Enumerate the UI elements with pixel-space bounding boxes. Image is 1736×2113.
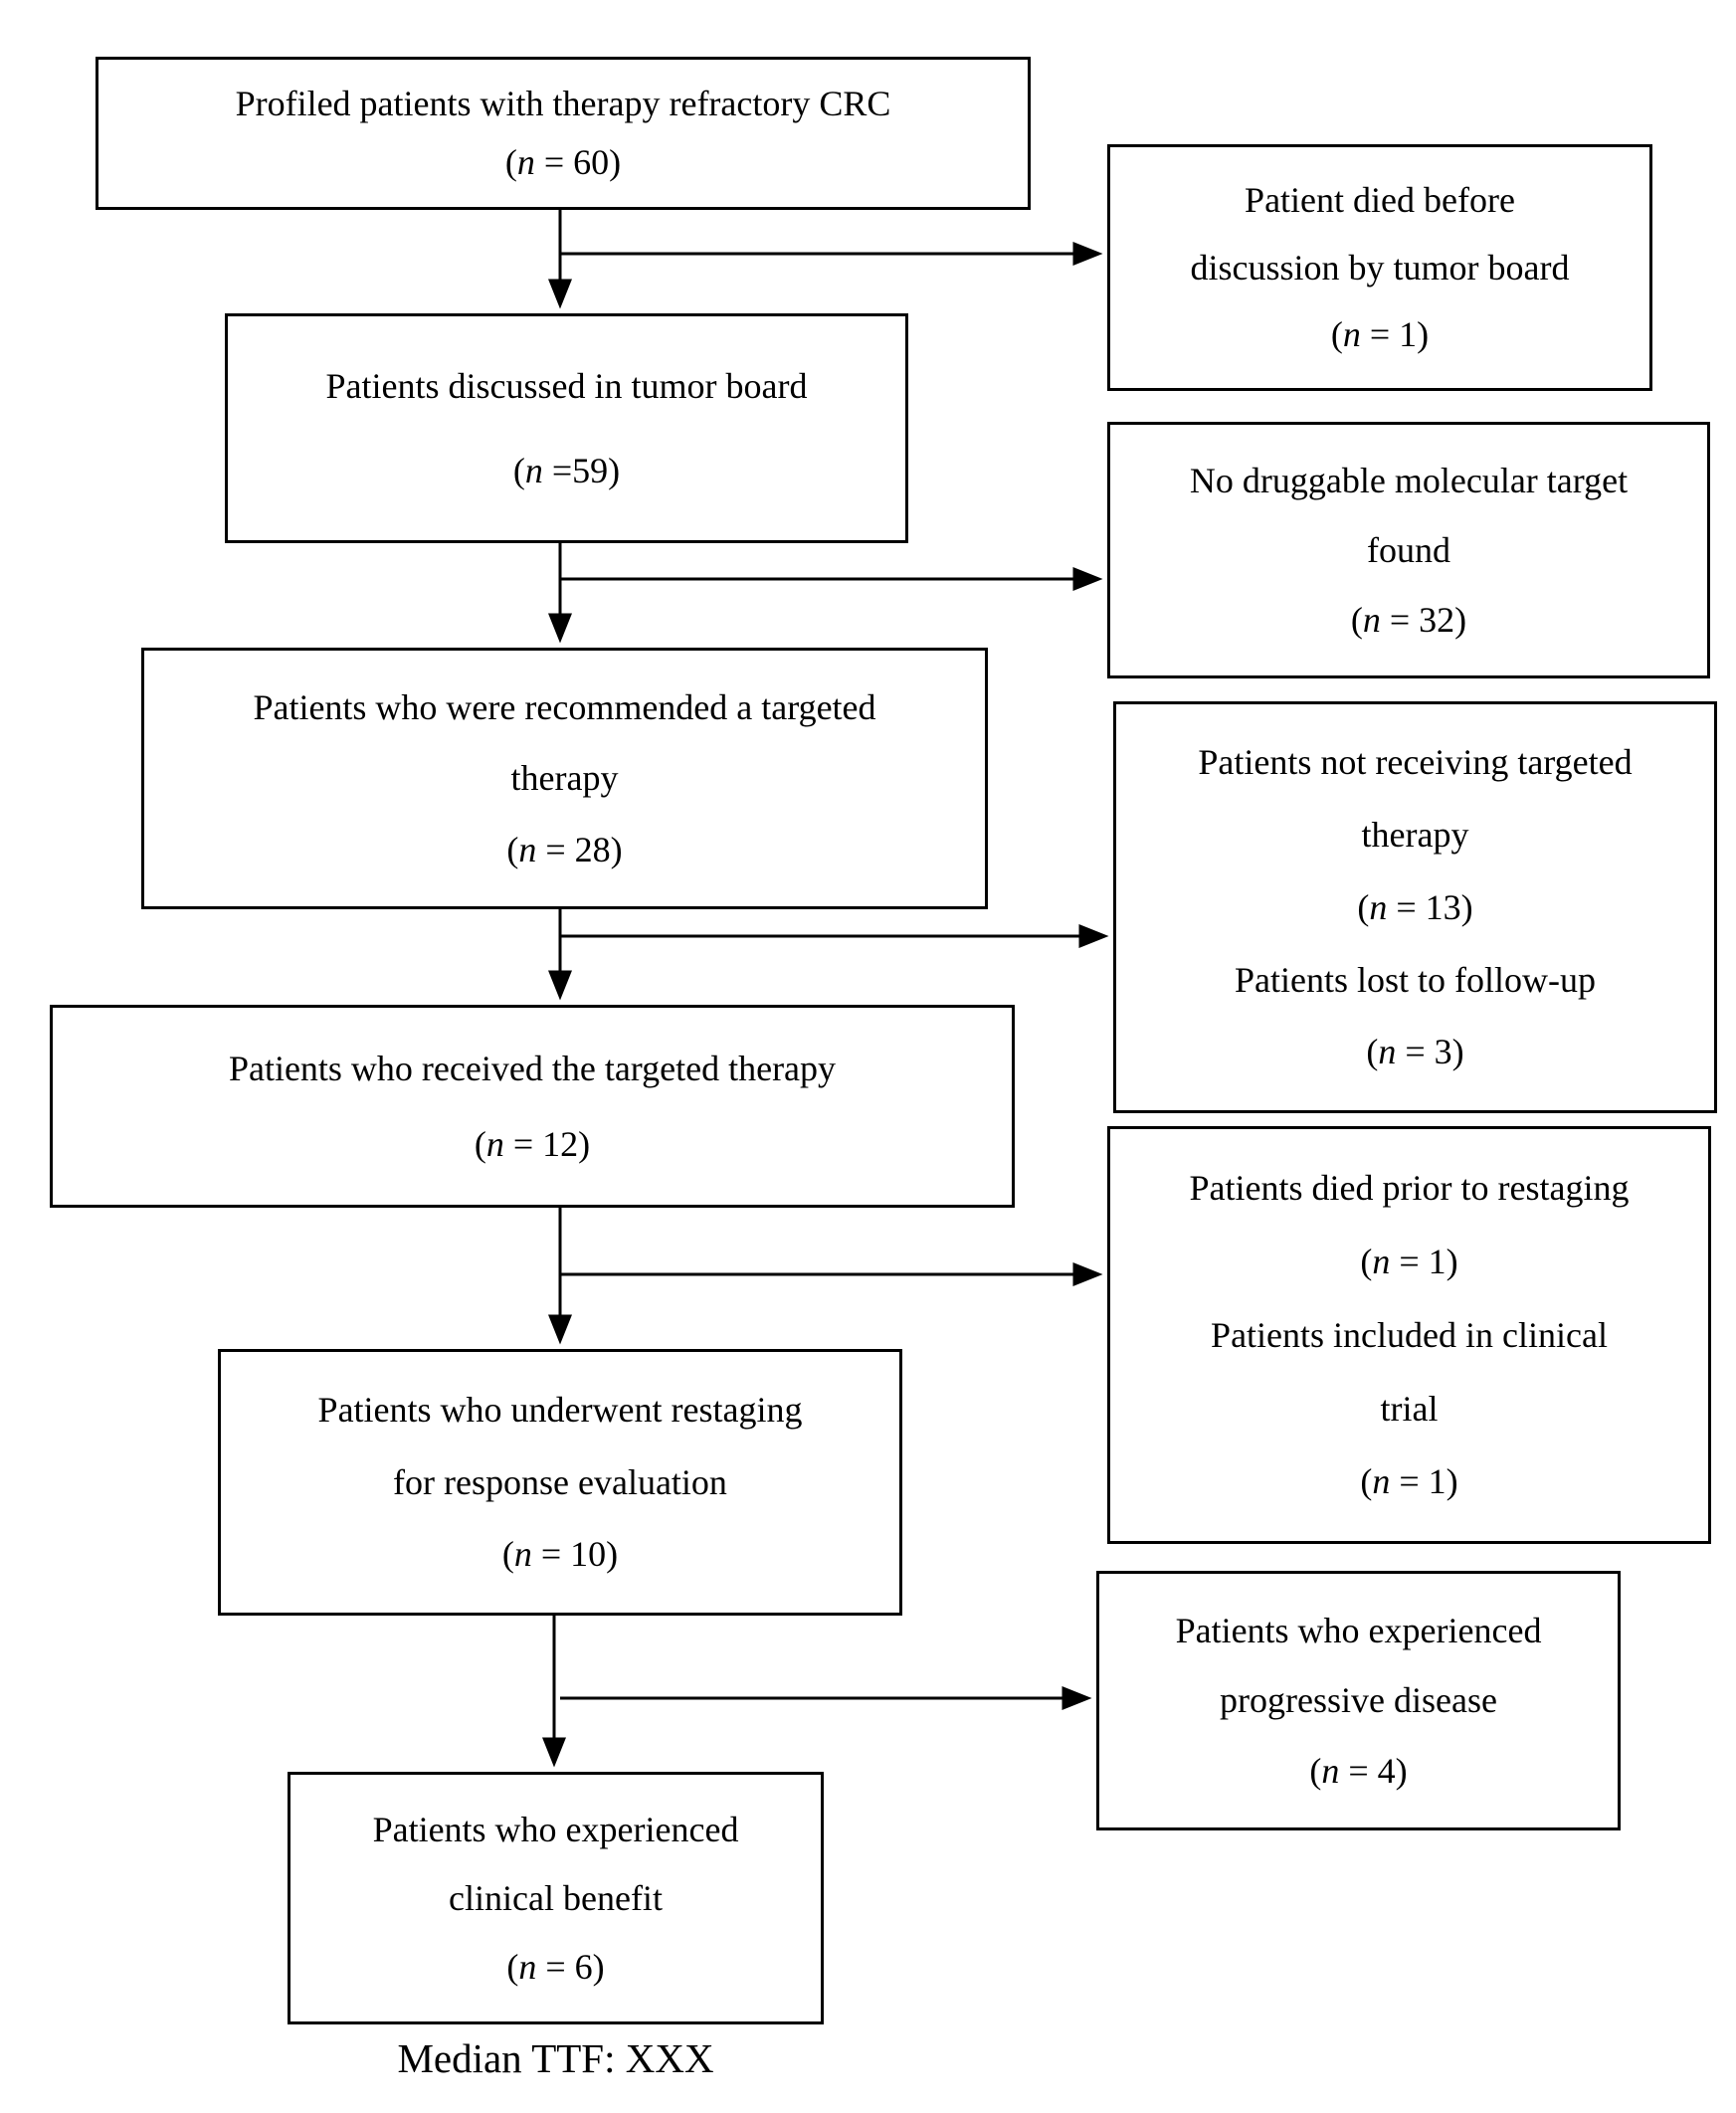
box-profiled-patients: Profiled patients with therapy refractor… [96, 57, 1031, 210]
box-text: Profiled patients with therapy refractor… [235, 84, 891, 124]
box-count: (n = 3) [1366, 1032, 1464, 1072]
box-count: (n = 28) [506, 829, 623, 869]
box-received-targeted-therapy: Patients who received the targeted thera… [50, 1005, 1015, 1208]
box-count: (n = 10) [501, 1534, 619, 1575]
box-count: (n = 6) [506, 1946, 605, 1987]
box-text: progressive disease [1220, 1680, 1497, 1721]
box-text: trial [1380, 1388, 1439, 1429]
box-text: Patients who received the targeted thera… [228, 1049, 837, 1089]
box-underwent-restaging: Patients who underwent restaging for res… [218, 1349, 902, 1616]
box-count: (n = 32) [1350, 599, 1467, 640]
box-progressive-disease: Patients who experienced progressive dis… [1096, 1571, 1621, 1830]
box-text: clinical benefit [449, 1877, 663, 1918]
box-count: (n = 12) [474, 1123, 591, 1164]
box-text: Patients who experienced [372, 1809, 739, 1849]
box-count: (n =59) [512, 450, 621, 490]
box-text: discussion by tumor board [1190, 247, 1570, 288]
box-died-or-clinical-trial: Patients died prior to restaging (n = 1)… [1107, 1126, 1711, 1544]
box-no-druggable-target: No druggable molecular target found (n =… [1107, 422, 1710, 678]
box-discussed-tumor-board: Patients discussed in tumor board (n =59… [225, 313, 908, 543]
box-text: Patients included in clinical [1211, 1314, 1608, 1355]
box-text: Patients not receiving targeted [1198, 742, 1633, 783]
box-text: Patients lost to follow-up [1235, 959, 1596, 1000]
box-text: therapy [510, 758, 619, 799]
box-died-before-board: Patient died before discussion by tumor … [1107, 144, 1652, 391]
box-text: Patients who underwent restaging [317, 1390, 803, 1431]
box-count: (n = 1) [1360, 1242, 1458, 1282]
box-text: Patient died before [1245, 180, 1515, 221]
box-text: No druggable molecular target [1189, 460, 1629, 500]
box-count: (n = 1) [1360, 1461, 1458, 1502]
box-count: (n = 13) [1357, 886, 1473, 927]
box-count: (n = 1) [1330, 314, 1430, 355]
box-text: for response evaluation [393, 1461, 727, 1502]
box-text: therapy [1361, 815, 1469, 856]
box-count: (n = 4) [1309, 1751, 1408, 1792]
box-text: Patients who experienced [1175, 1610, 1542, 1650]
box-text: Patients discussed in tumor board [325, 366, 808, 407]
box-text: Patients died prior to restaging [1189, 1168, 1630, 1209]
box-recommended-targeted-therapy: Patients who were recommended a targeted… [141, 648, 988, 909]
box-not-receiving-or-lost: Patients not receiving targeted therapy … [1113, 701, 1717, 1113]
box-text: Patients who were recommended a targeted [253, 687, 876, 728]
box-clinical-benefit: Patients who experienced clinical benefi… [288, 1772, 824, 2024]
box-text: found [1367, 529, 1450, 570]
box-count: (n = 60) [504, 142, 622, 183]
median-ttf-note: Median TTF: XXX [397, 2035, 714, 2081]
